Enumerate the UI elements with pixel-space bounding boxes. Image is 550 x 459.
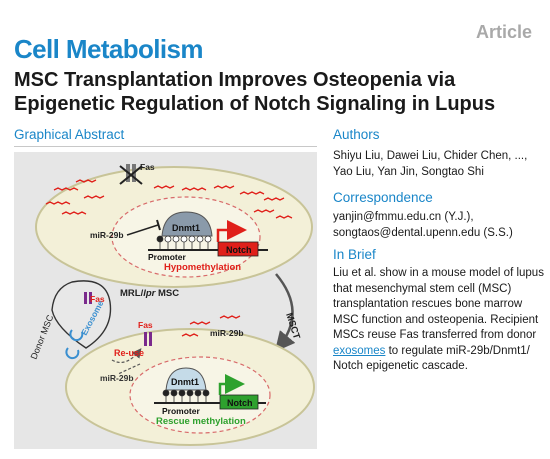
inhibition-line xyxy=(126,224,159,236)
exosomes-link[interactable]: exosomes xyxy=(333,344,386,357)
mir29b-degrade-arrow xyxy=(117,363,141,375)
fas-bottom-label: Fas xyxy=(138,320,153,330)
graphical-abstract-rule xyxy=(14,146,317,147)
authors-list: Shiyu Liu, Dawei Liu, Chider Chen, ..., … xyxy=(333,149,545,180)
exosome-vesicle-2 xyxy=(65,347,80,360)
fas-donor-label: Fas xyxy=(90,294,105,304)
exosome-vesicle-1 xyxy=(69,329,84,342)
mir29b-bottom-left-label: miR-29b xyxy=(100,373,134,383)
reuse-arrow xyxy=(111,348,142,363)
mrl-lpr-msc-label: MRL/lpr MSC xyxy=(120,288,179,299)
mirna-cluster-top xyxy=(45,179,293,219)
in-brief-text-after: to regulate miR-29b/Dnmt1/ Notch epigene… xyxy=(333,344,530,373)
notch-bottom-label: Notch xyxy=(227,398,253,408)
promoter-top-label: Promoter xyxy=(148,252,186,262)
bottom-recipient-cell: Fas miR-29b Re-use miR-29b Dnmt1 xyxy=(65,315,315,446)
in-brief-text-before: Liu et al. show in a mouse model of lupu… xyxy=(333,267,544,341)
mir29b-top-label: miR-29b xyxy=(90,230,124,240)
correspondence-emails: yanjin@fmmu.edu.cn (Y.J.), songtaos@dent… xyxy=(333,210,545,241)
fas-top-label: Fas xyxy=(140,162,155,172)
rescue-methylation-label: Rescue methylation xyxy=(156,416,246,427)
in-brief-text: Liu et al. show in a mouse model of lupu… xyxy=(333,266,545,375)
article-type-label: Article xyxy=(475,22,532,42)
methylation-sites-top xyxy=(156,235,212,249)
mirna-cluster-bottom xyxy=(181,315,241,337)
methylation-sites-bottom xyxy=(162,389,210,402)
correspondence-heading: Correspondence xyxy=(333,190,433,205)
authors-line-2: Yao Liu, Yan Jin, Songtao Shi xyxy=(333,165,484,178)
journal-name: Cell Metabolism xyxy=(14,34,204,64)
paper-title: MSC Transplantation Improves Osteopenia … xyxy=(14,69,496,115)
notch-top-label: Notch xyxy=(226,245,252,255)
authors-line-1: Shiyu Liu, Dawei Liu, Chider Chen, ..., xyxy=(333,150,528,162)
inhibition-bar xyxy=(156,219,161,231)
correspondence-email-1[interactable]: yanjin@fmmu.edu.cn (Y.J.), xyxy=(333,211,474,223)
transcription-arrow-bottom xyxy=(218,374,245,395)
mir29b-bottom-right-label: miR-29b xyxy=(210,328,244,338)
reuse-label: Re-use xyxy=(114,348,144,358)
promoter-bottom-label: Promoter xyxy=(162,406,200,416)
hypomethylation-label: Hypomethylation xyxy=(164,262,241,273)
notch-gene-top xyxy=(217,241,259,257)
fas-receptor-deleted-icon xyxy=(119,164,143,185)
dnmt1-bottom-enzyme xyxy=(165,367,207,391)
msct-arrow xyxy=(274,273,296,352)
transcription-arrow-top xyxy=(216,220,247,242)
dnmt1-top-enzyme xyxy=(161,211,213,237)
correspondence-email-2[interactable]: songtaos@dental.upenn.edu (S.S.) xyxy=(333,226,513,239)
graphical-abstract-figure: Fas miR-29b Dnmt1 xyxy=(14,152,317,449)
donor-msc-membrane xyxy=(51,280,112,349)
dnmt1-top-label: Dnmt1 xyxy=(172,223,200,233)
donor-msc-label: Donor MSC xyxy=(29,313,56,361)
dnmt1-bottom-label: Dnmt1 xyxy=(171,377,199,387)
fas-receptor-reused-icon xyxy=(144,332,152,346)
top-recipient-cell: Fas miR-29b Dnmt1 xyxy=(35,162,313,288)
notch-gene-bottom xyxy=(219,394,259,410)
graphical-abstract-svg: Fas miR-29b Dnmt1 xyxy=(29,162,315,446)
graphical-abstract-heading: Graphical Abstract xyxy=(14,127,125,142)
in-brief-heading: In Brief xyxy=(333,247,376,262)
authors-heading: Authors xyxy=(333,127,380,142)
